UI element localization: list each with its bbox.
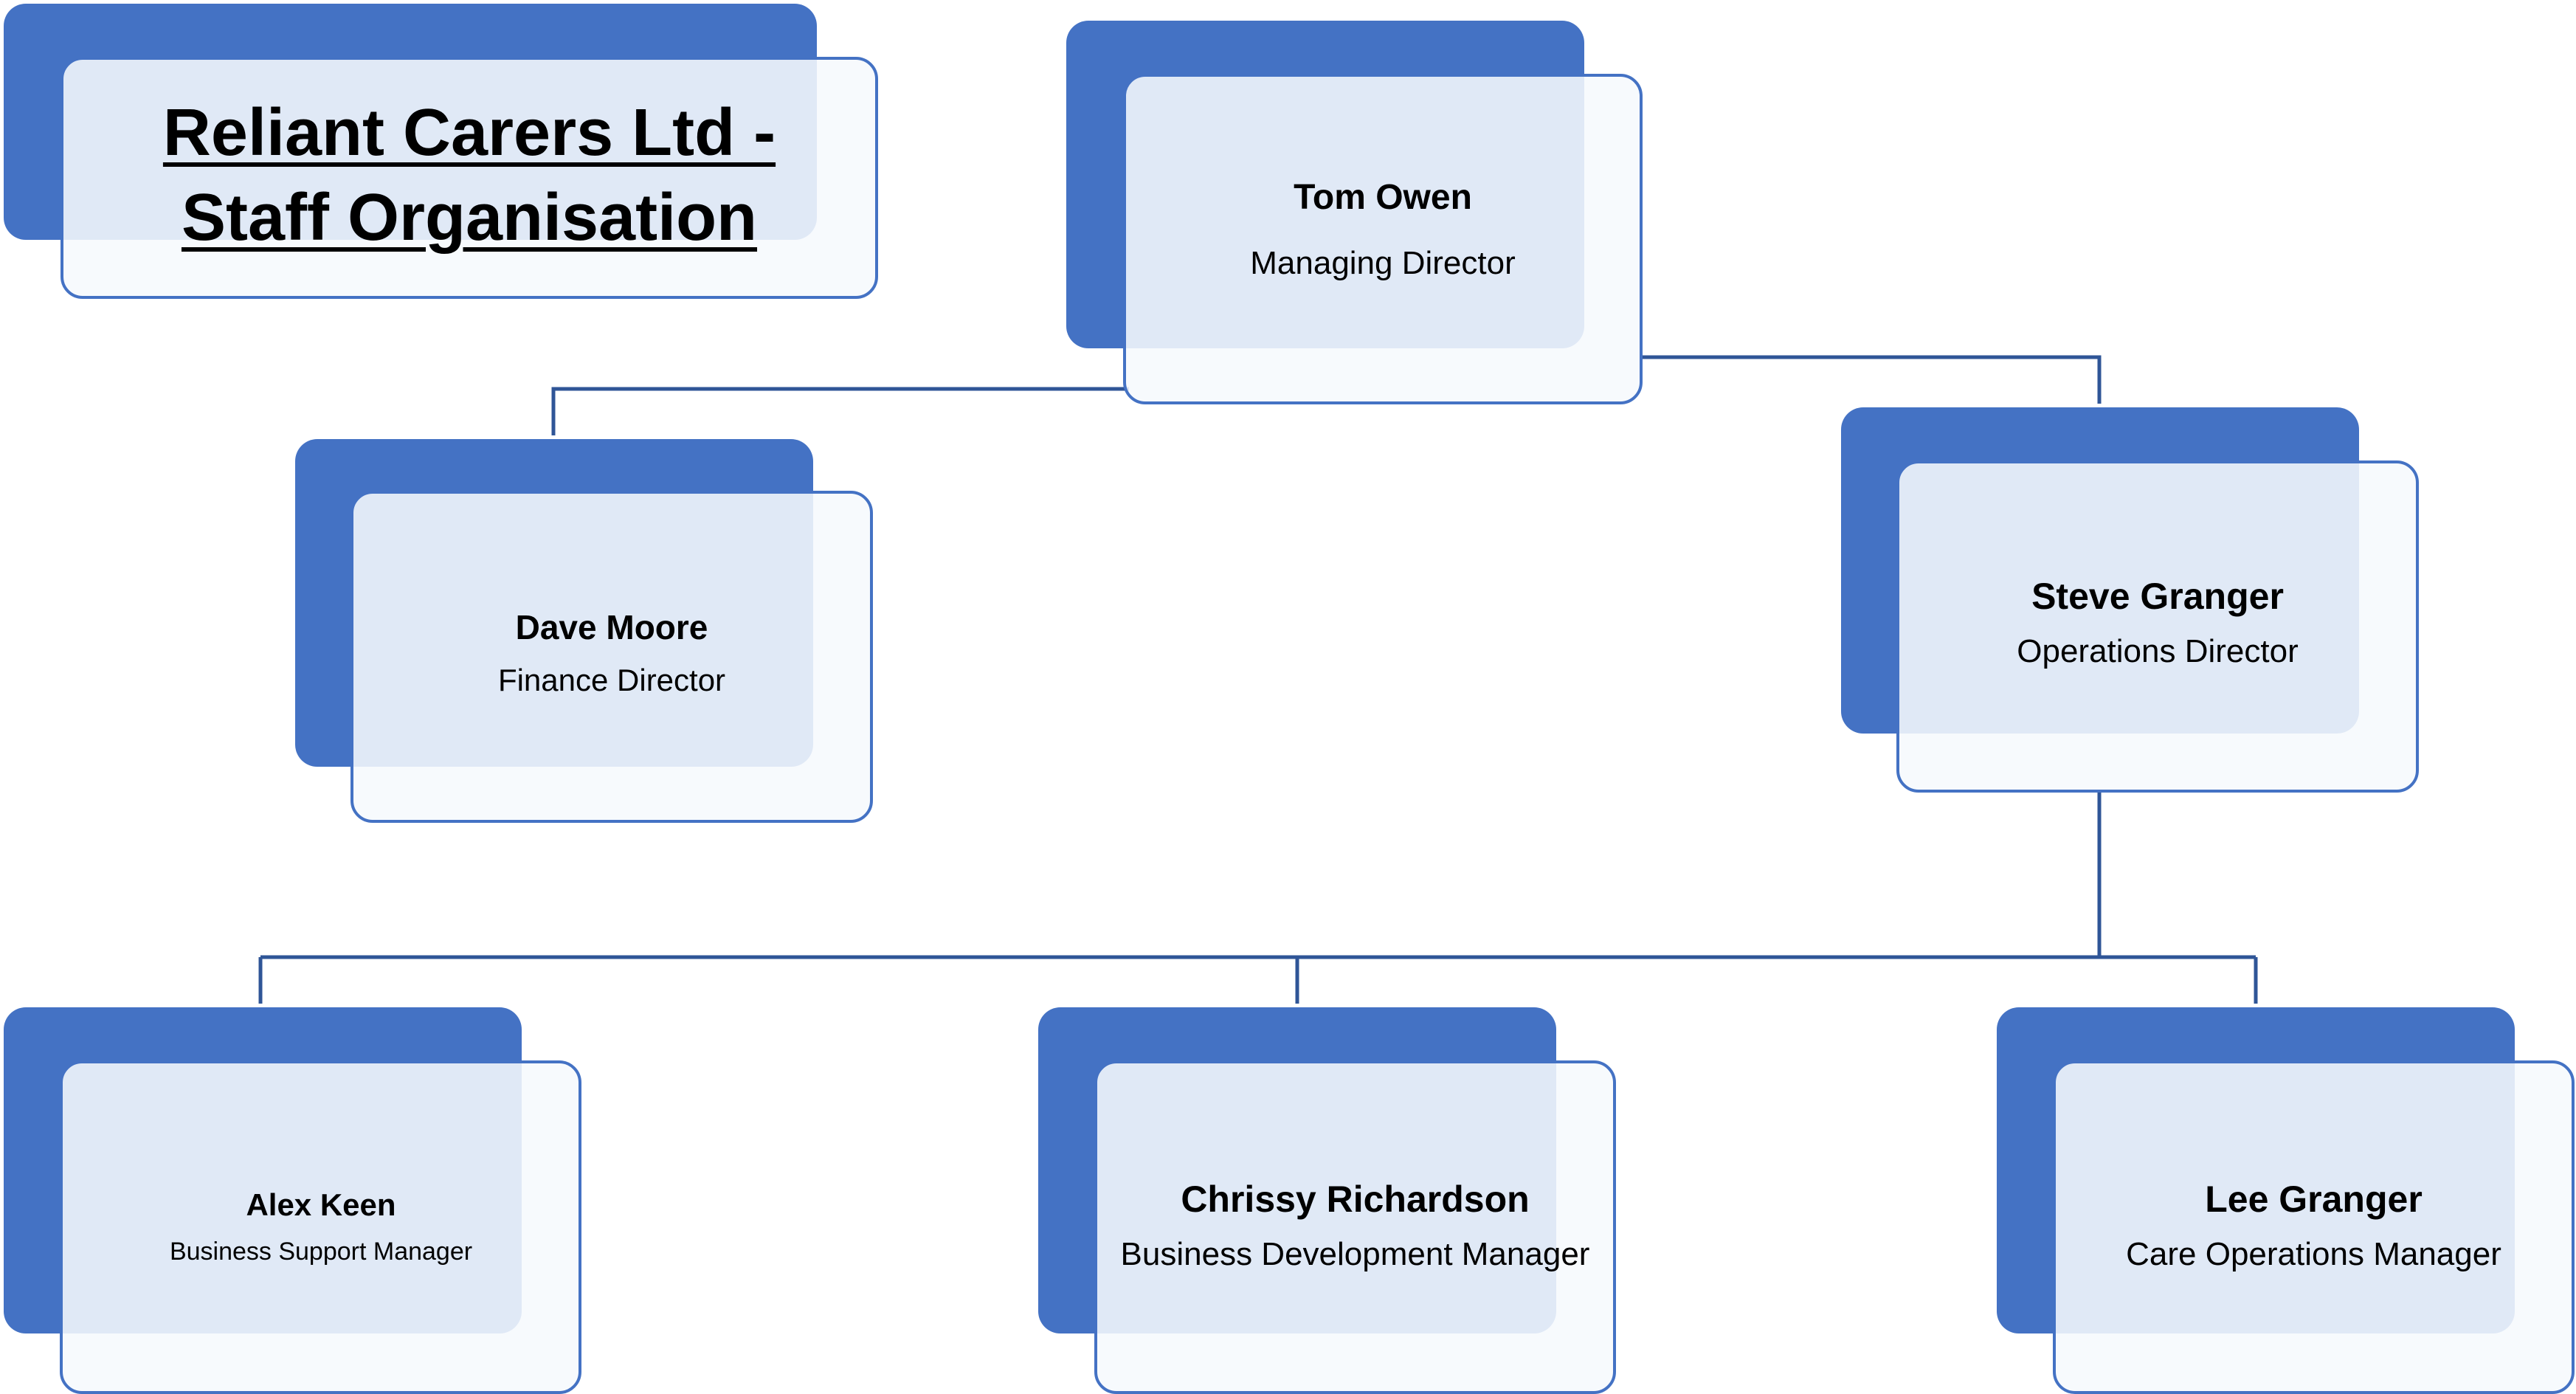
node-name: Chrissy Richardson (1181, 1179, 1530, 1220)
node-role: Care Operations Manager (2126, 1236, 2501, 1272)
node-lee-granger: Lee Granger Care Operations Manager (1997, 1007, 2575, 1394)
node-role: Finance Director (497, 663, 726, 697)
node-name: Alex Keen (246, 1187, 396, 1222)
node-name: Tom Owen (1294, 178, 1472, 217)
node-role: Operations Director (2017, 633, 2299, 669)
page-title-line-2: Staff Organisation (181, 181, 758, 255)
node-role: Managing Director (1250, 245, 1516, 281)
node-alex-keen: Alex Keen Business Support Manager (4, 1007, 581, 1394)
node-name: Dave Moore (515, 608, 708, 646)
connector-tom-owen-to-dave-moore (551, 387, 1129, 435)
node-lee-granger-front (2053, 1060, 2575, 1394)
title-card: Reliant Carers Ltd - Staff Organisation (4, 4, 878, 299)
node-steve-granger-front (1896, 460, 2419, 793)
node-tom-owen-text: Tom Owen Managing Director (1123, 174, 1643, 285)
title-card-front (61, 57, 878, 299)
node-alex-keen-text: Alex Keen Business Support Manager (4, 1184, 638, 1269)
node-steve-granger: Steve Granger Operations Director (1841, 407, 2419, 793)
node-tom-owen: Tom Owen Managing Director (1066, 21, 1643, 404)
node-name: Steve Granger (2031, 576, 2284, 617)
node-role: Business Development Manager (1120, 1236, 1590, 1272)
node-tom-owen-front (1123, 74, 1643, 404)
node-dave-moore-text: Dave Moore Finance Director (351, 605, 873, 701)
node-name: Lee Granger (2205, 1179, 2423, 1220)
page-title: Reliant Carers Ltd - Staff Organisation (61, 91, 878, 260)
node-steve-granger-text: Steve Granger Operations Director (1896, 573, 2419, 673)
node-dave-moore: Dave Moore Finance Director (295, 439, 873, 823)
page-title-line-1: Reliant Carers Ltd - (162, 96, 776, 170)
node-chrissy-richardson: Chrissy Richardson Business Development … (1038, 1007, 1616, 1394)
node-chrissy-richardson-text: Chrissy Richardson Business Development … (1094, 1176, 1616, 1276)
node-lee-granger-text: Lee Granger Care Operations Manager (2053, 1176, 2575, 1276)
connector-tom-owen-to-steve-granger (1641, 355, 2102, 404)
node-role: Business Support Manager (169, 1238, 473, 1266)
node-dave-moore-front (351, 491, 873, 823)
node-alex-keen-front (60, 1060, 581, 1394)
